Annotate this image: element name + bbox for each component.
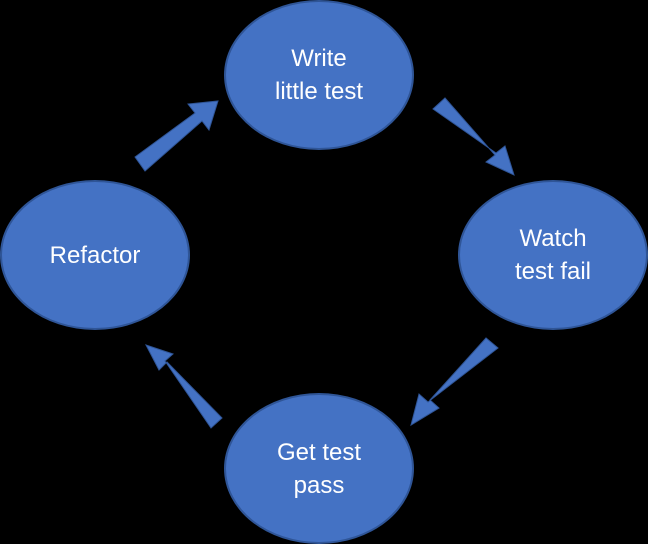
node-label: Write little test [274,45,364,105]
node-refactor: Refactor [0,180,190,330]
node-get-test-pass: Get test pass [224,393,414,544]
node-label: Get test pass [276,438,362,499]
node-watch-test-fail: Watch test fail [458,180,648,330]
arrow-pass-to-refactor [144,344,223,429]
arrow-write-to-watch [432,97,515,176]
node-label: Watch test fail [514,225,592,285]
arrow-refactor-to-write [134,100,219,172]
node-label: Refactor [49,241,141,269]
node-write-little-test: Write little test [224,0,414,150]
arrow-watch-to-pass [410,337,499,427]
